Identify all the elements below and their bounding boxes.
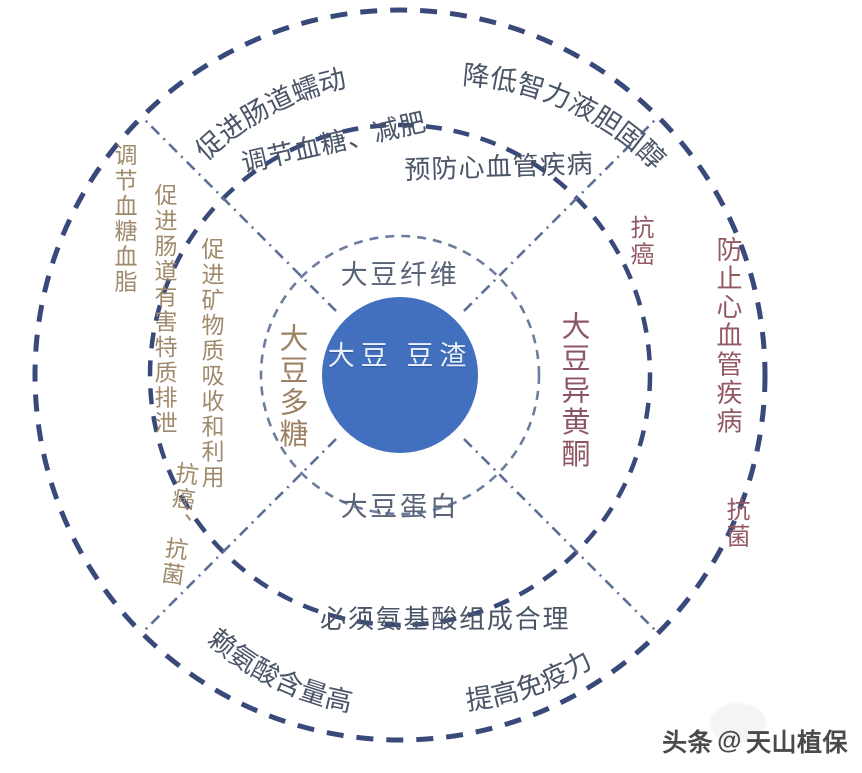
- divider-ne: [463, 116, 659, 312]
- middle-ring-circle: [147, 122, 653, 628]
- inner-label-soy-fiber: 大豆纤维: [340, 260, 460, 290]
- divider-sw: [141, 438, 337, 634]
- outer-label-regulate-blood-sugar-lipids: 调节血糖血脂: [111, 143, 136, 295]
- inner-label-soy-isoflavone: 大豆异黄酮: [557, 311, 589, 471]
- watermark-account: 天山植保: [745, 729, 848, 757]
- divider-se: [463, 438, 659, 634]
- center-label: 大豆 豆渣: [327, 341, 473, 371]
- label-essential-amino-acid-composition: 必须氨基酸组成合理: [320, 605, 571, 634]
- watermark: 头条 @ 天山植保: [662, 723, 848, 759]
- label-anticancer-right: 抗癌: [626, 215, 652, 268]
- divider-nw: [141, 116, 337, 312]
- center-bubble: [322, 297, 478, 453]
- watermark-at-icon: @: [717, 726, 742, 755]
- inner-label-soy-protein: 大豆蛋白: [340, 492, 460, 522]
- inner-label-soy-polysaccharide: 大豆多糖: [275, 323, 307, 451]
- inner-ring-circle: [259, 234, 541, 516]
- outer-label-prevent-cardiovascular-disease: 防止心血管疾病: [713, 236, 742, 437]
- watermark-ghost-mark: [710, 703, 766, 743]
- outer-label-promote-mineral-absorption: 促进矿物质吸收和利用: [198, 237, 223, 490]
- outer-ring-circle: [32, 7, 768, 743]
- label-high-lysine-content: 赖氨酸含量高: [202, 623, 355, 718]
- outer-label-excrete-intestinal-harmful-substances: 促进肠道有害特质排泄: [151, 183, 176, 436]
- label-antibacterial-right: 抗菌: [722, 497, 748, 550]
- watermark-platform: 头条: [662, 729, 714, 757]
- label-boost-immunity: 提高免疫力: [464, 645, 597, 716]
